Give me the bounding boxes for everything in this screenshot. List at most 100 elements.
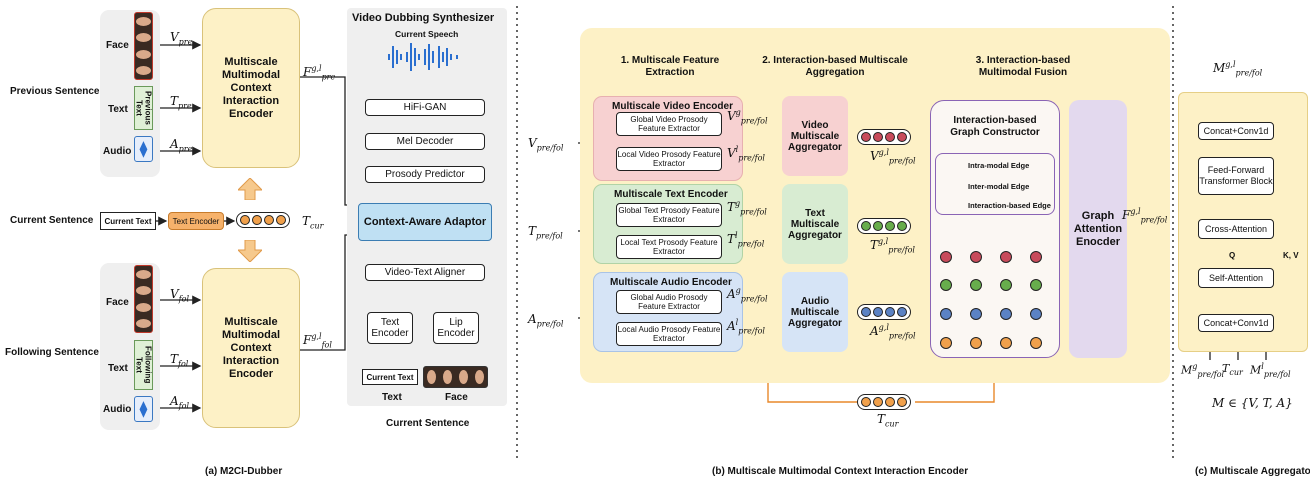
edge-legend: [935, 153, 1055, 215]
previous-text-box: Previous Text: [134, 86, 153, 130]
math-f-pre: Fg,lpre: [303, 64, 336, 82]
text-aggregator: Text Multiscale Aggregator: [782, 184, 848, 264]
concat-conv1d-top: Concat+Conv1d: [1198, 122, 1274, 140]
arrow-down-icon: [238, 240, 262, 262]
math-al: Alpre/fol: [727, 318, 765, 336]
context-aware-adaptor-box: Context-Aware Adaptor: [358, 203, 492, 241]
legend-interaction-based: Interaction-based Edge: [968, 201, 1051, 210]
math-ml: Mlpre/fol: [1250, 362, 1291, 379]
label-text-fol: Text: [108, 363, 128, 374]
synth-title: Video Dubbing Synthesizer: [352, 12, 495, 24]
synth-face-frames: [423, 366, 488, 388]
mel-decoder-box: Mel Decoder: [365, 133, 485, 150]
math-tg: Tgpre/fol: [727, 199, 767, 217]
label-current-sentence: Current Sentence: [10, 215, 94, 226]
math-agl: Ag,lpre/fol: [870, 323, 916, 341]
synth-text-label: Text: [382, 392, 402, 403]
math-t-cur: Tcur: [302, 214, 324, 231]
t-cur-chain: [857, 394, 911, 410]
math-a-in: Apre/fol: [528, 312, 564, 329]
label-audio-prev: Audio: [103, 146, 132, 157]
face-frames-prev: [134, 12, 153, 80]
global-text-extractor: Global Text Prosody Feature Extractor: [616, 203, 722, 227]
math-tl: Tlpre/fol: [727, 231, 765, 249]
video-aggregator: Video Multiscale Aggregator: [782, 96, 848, 176]
label-face-prev: Face: [106, 40, 129, 51]
math-a-pre: Apre: [170, 137, 193, 154]
math-agg-out: Mg,lpre/fol: [1213, 60, 1263, 78]
concat-conv1d-bottom: Concat+Conv1d: [1198, 314, 1274, 332]
audio-feature-chain: [857, 304, 911, 320]
current-text-box: Current Text: [100, 212, 156, 230]
feed-forward-block: Feed-Forward Transformer Block: [1198, 157, 1274, 195]
label-previous-sentence: Previous Sentence: [10, 86, 100, 97]
hifigan-box: HiFi-GAN: [365, 99, 485, 116]
math-f-out: Fg,lpre/fol: [1122, 207, 1168, 225]
math-v-pre: Vpre: [170, 30, 193, 47]
math-tgl: Tg,lpre/fol: [870, 237, 915, 255]
math-tcur-c: Tcur: [1222, 362, 1243, 378]
audio-encoder-title: Multiscale Audio Encoder: [610, 277, 732, 288]
kv-label: K, V: [1283, 251, 1299, 260]
text-encoder-title: Multiscale Text Encoder: [614, 189, 728, 200]
synth-face-label: Face: [445, 392, 468, 403]
graph-constructor-title: Interaction-based Graph Constructor: [950, 115, 1040, 138]
audio-waveform-icon: ⧫: [134, 136, 153, 162]
video-feature-chain: [857, 129, 911, 145]
cross-attention-box: Cross-Attention: [1198, 219, 1274, 239]
video-encoder-title: Multiscale Video Encoder: [612, 101, 733, 112]
math-t-cur-b: Tcur: [877, 412, 899, 429]
speech-waveform-icon: [388, 43, 458, 71]
math-vgl: Vg,lpre/fol: [870, 148, 916, 166]
math-ag: Agpre/fol: [727, 286, 768, 304]
self-attention-box: Self-Attention: [1198, 268, 1274, 288]
face-frames-fol: [134, 265, 153, 333]
encoder-following: Multiscale Multimodal Context Interactio…: [202, 268, 300, 428]
local-text-extractor: Local Text Prosody Feature Extractor: [616, 235, 722, 259]
graph-attention-encoder: Graph Attention Enocder: [1069, 100, 1127, 358]
caption-c: (c) Multiscale Aggregator: [1195, 466, 1310, 477]
step2-label: 2. Interaction-based Multiscale Aggregat…: [762, 55, 908, 78]
step3-label: 3. Interaction-based Multimodal Fusion: [975, 55, 1071, 78]
synth-current-sentence-label: Current Sentence: [386, 418, 470, 429]
label-face-fol: Face: [106, 297, 129, 308]
math-t-fol: Tfol: [170, 352, 189, 369]
following-text-box: Following Text: [134, 340, 153, 390]
audio-aggregator: Audio Multiscale Aggregator: [782, 272, 848, 352]
label-text-prev: Text: [108, 104, 128, 115]
synth-text-encoder-box: Text Encoder: [367, 312, 413, 344]
math-t-pre: Tpre: [170, 94, 192, 111]
math-t-in: Tpre/fol: [528, 224, 563, 241]
math-v-fol: Vfol: [170, 287, 190, 304]
t-cur-embedding: [236, 212, 290, 228]
label-audio-fol: Audio: [103, 404, 132, 415]
text-encoder-box: Text Encoder: [168, 212, 224, 230]
lip-encoder-box: Lip Encoder: [433, 312, 479, 344]
encoder-previous: Multiscale Multimodal Context Interactio…: [202, 8, 300, 168]
math-a-fol: Afol: [170, 394, 190, 411]
math-v-in: Vpre/fol: [528, 136, 564, 153]
math-vl: Vlpre/fol: [727, 145, 765, 163]
caption-a: (a) M2CI-Dubber: [205, 466, 283, 477]
math-set: M ∈ {V, T, A}: [1212, 396, 1293, 410]
math-mg: Mgpre/fol: [1181, 362, 1225, 379]
math-f-fol: Fg,lfol: [303, 332, 332, 350]
global-video-extractor: Global Video Prosody Feature Extractor: [616, 112, 722, 136]
local-audio-extractor: Local Audio Prosody Feature Extractor: [616, 322, 722, 346]
prosody-predictor-box: Prosody Predictor: [365, 166, 485, 183]
global-audio-extractor: Global Audio Prosody Feature Extractor: [616, 290, 722, 314]
caption-b: (b) Multiscale Multimodal Context Intera…: [712, 466, 969, 477]
legend-inter-modal: Inter-modal Edge: [968, 182, 1030, 191]
video-text-aligner-box: Video-Text Aligner: [365, 264, 485, 281]
audio-waveform-icon: ⧫: [134, 396, 153, 422]
step1-label: 1. Multiscale Feature Extraction: [620, 55, 720, 78]
arrow-up-icon: [238, 178, 262, 200]
q-label: Q: [1229, 251, 1236, 260]
label-following-sentence: Following Sentence: [5, 347, 99, 358]
math-vg: Vgpre/fol: [727, 108, 768, 126]
current-speech-label: Current Speech: [395, 29, 459, 39]
legend-intra-modal: Intra-modal Edge: [968, 161, 1030, 170]
local-video-extractor: Local Video Prosody Feature Extractor: [616, 147, 722, 171]
text-feature-chain: [857, 218, 911, 234]
synth-current-text-box: Current Text: [362, 369, 418, 385]
